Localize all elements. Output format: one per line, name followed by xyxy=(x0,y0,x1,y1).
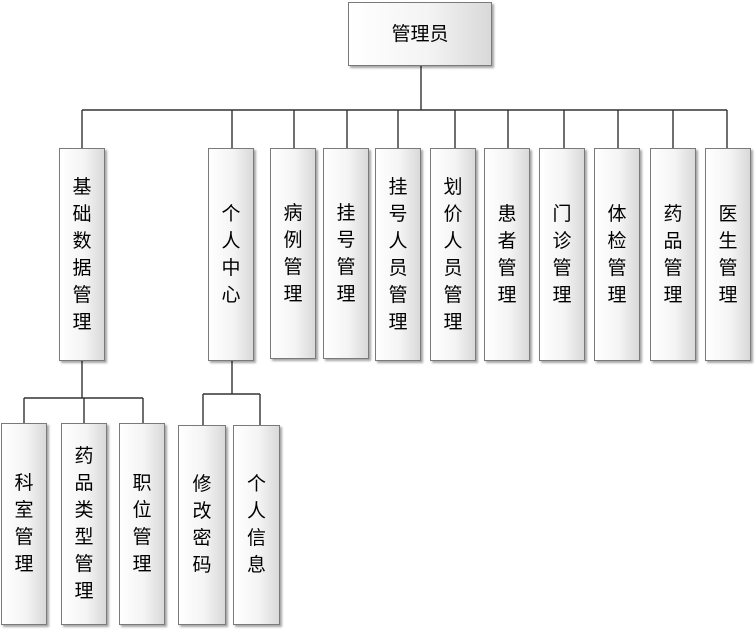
module-label: 基础数据管理 xyxy=(72,175,92,333)
module-label: 药品管理 xyxy=(663,202,683,306)
submodule-label: 药品类型管理 xyxy=(74,445,94,602)
module-label: 患者管理 xyxy=(497,202,517,306)
module-registration-staff: 挂号人员管理 xyxy=(375,148,421,361)
root-node-label: 管理员 xyxy=(391,22,449,45)
root-node-admin: 管理员 xyxy=(348,2,492,66)
submodule-label: 个人信息 xyxy=(246,473,266,576)
module-basic-data: 基础数据管理 xyxy=(59,148,105,361)
module-doctor-management: 医生管理 xyxy=(705,148,751,361)
submodule-label: 科室管理 xyxy=(14,472,34,575)
submodule-label: 职位管理 xyxy=(132,472,152,575)
module-physical-exam: 体检管理 xyxy=(594,148,640,361)
submodule-personal-info: 个人信息 xyxy=(233,425,280,625)
module-pricing-staff: 划价人员管理 xyxy=(430,148,476,361)
submodule-change-password: 修改密码 xyxy=(178,425,226,625)
module-label: 个人中心 xyxy=(221,202,241,306)
module-case-management: 病例管理 xyxy=(270,148,316,359)
module-label: 体检管理 xyxy=(607,202,627,306)
submodule-position-management: 职位管理 xyxy=(119,423,165,625)
module-label: 医生管理 xyxy=(718,202,738,306)
module-personal-center: 个人中心 xyxy=(208,148,254,361)
module-label: 挂号管理 xyxy=(336,201,356,305)
module-label: 划价人员管理 xyxy=(443,175,463,333)
submodule-label: 修改密码 xyxy=(192,473,212,576)
module-registration-management: 挂号管理 xyxy=(323,148,369,359)
module-medicine-management: 药品管理 xyxy=(650,148,696,361)
module-label: 门诊管理 xyxy=(552,202,572,306)
module-label: 病例管理 xyxy=(283,201,303,305)
submodule-department-management: 科室管理 xyxy=(1,423,47,625)
submodule-medicine-type-management: 药品类型管理 xyxy=(61,423,107,625)
module-patient-management: 患者管理 xyxy=(484,148,530,361)
module-label: 挂号人员管理 xyxy=(388,175,408,333)
module-outpatient-management: 门诊管理 xyxy=(539,148,585,361)
